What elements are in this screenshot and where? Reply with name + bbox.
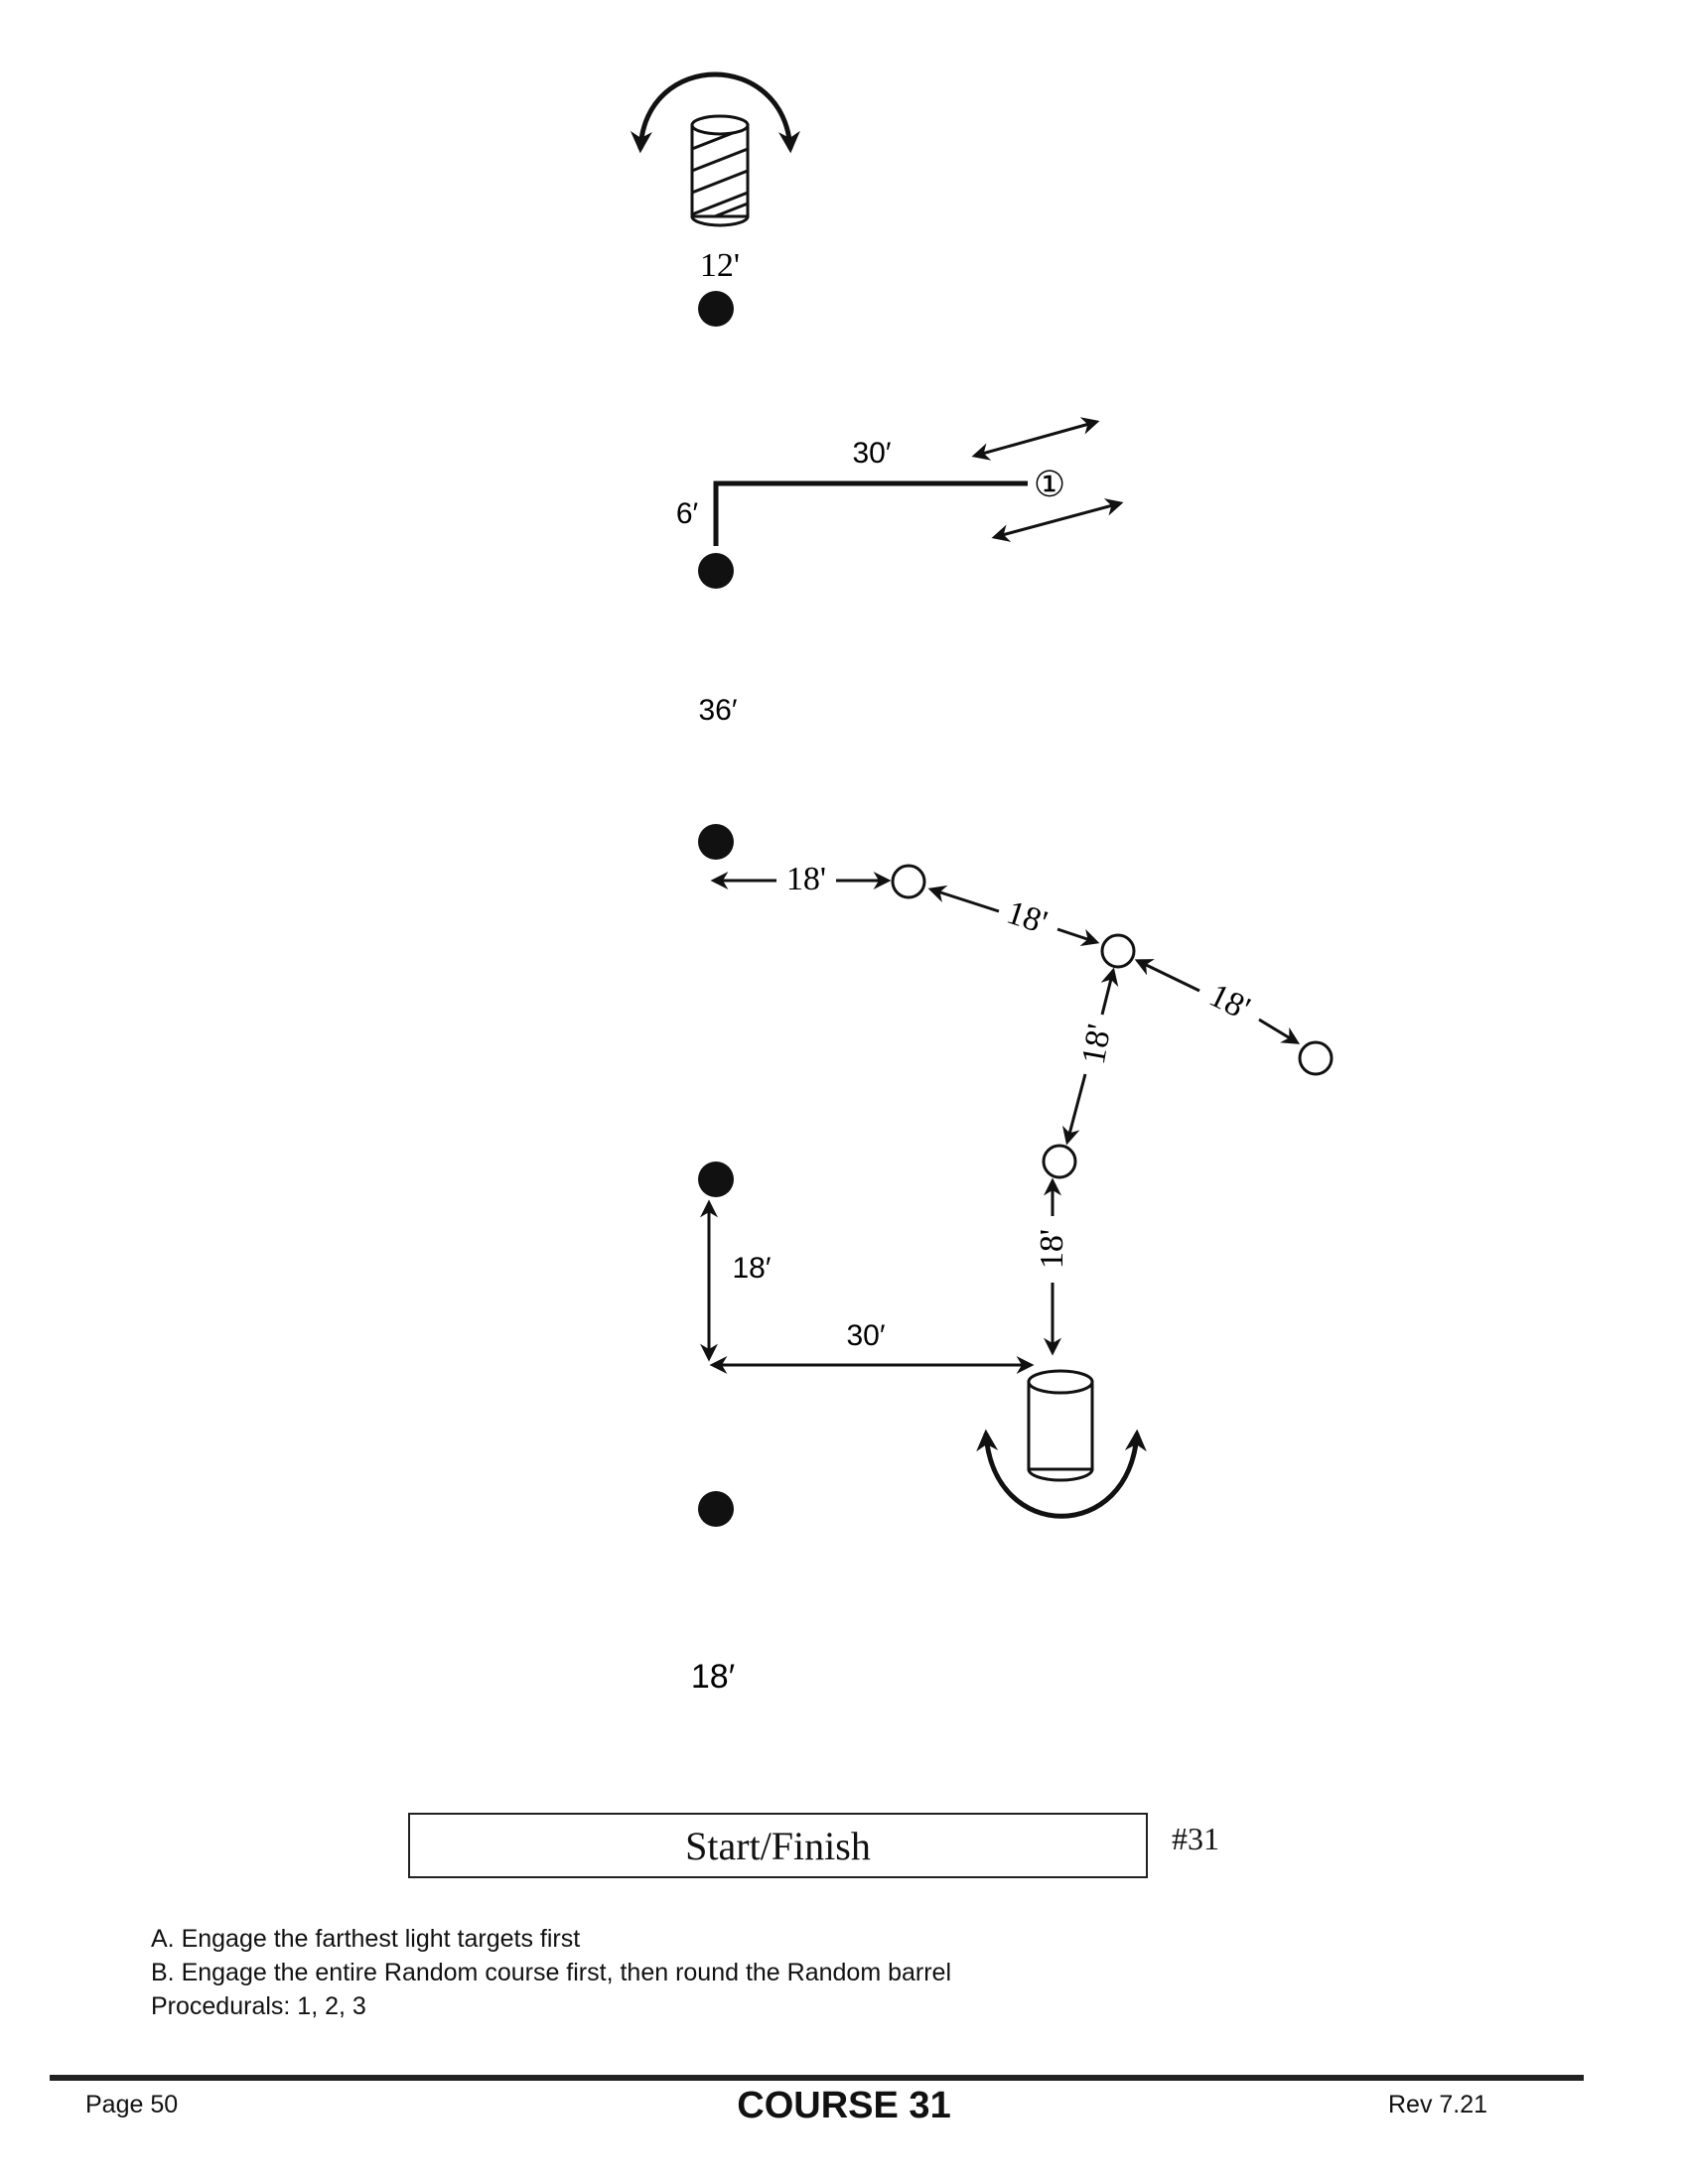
- random-arrow-4: [1061, 967, 1119, 1146]
- target-number-1: ①: [1034, 465, 1065, 504]
- start-finish-box: Start/Finish: [408, 1813, 1148, 1878]
- cone-4: [698, 1161, 734, 1197]
- lower-vertical-label: 18′: [733, 1252, 772, 1285]
- barrel-distance-label: 12': [700, 247, 740, 284]
- cone-gap-label: 36′: [699, 694, 738, 727]
- revision-label: Rev 7.21: [1388, 2091, 1488, 2118]
- light-target-3: [1298, 1040, 1334, 1076]
- note-a: A. Engage the farthest light targets fir…: [151, 1925, 581, 1953]
- plain-barrel-icon: [976, 1369, 1147, 1519]
- random-label-4: 18': [1075, 1022, 1118, 1067]
- rotation-arrow-top: [630, 71, 800, 154]
- page-number: Page 50: [85, 2091, 179, 2118]
- light-target-2: [1100, 933, 1136, 969]
- cone-5: [698, 1491, 734, 1527]
- fence: [713, 480, 1028, 546]
- random-label-1: 18': [786, 861, 826, 897]
- fence-height-label: 6′: [676, 497, 699, 530]
- bottom-gap-label: 18′: [691, 1658, 735, 1696]
- light-target-4: [1042, 1144, 1077, 1179]
- course-title: COURSE 31: [737, 2085, 951, 2126]
- note-b: B. Engage the entire Random course first…: [151, 1959, 952, 1986]
- light-target-1: [891, 864, 926, 899]
- random-arrow-3: [1134, 959, 1301, 1044]
- random-label-3: 18': [1203, 977, 1255, 1027]
- move-arrow-upper: [971, 417, 1100, 461]
- cone-1: [698, 291, 734, 327]
- cone-2: [698, 553, 734, 589]
- lower-horizontal-label: 30′: [847, 1319, 886, 1352]
- course-notes: A. Engage the farthest light targets fir…: [151, 1922, 951, 2023]
- striped-barrel-icon: [630, 71, 800, 227]
- move-arrow-lower: [991, 498, 1124, 542]
- random-label-2: 18': [1002, 894, 1052, 942]
- cone-3: [698, 824, 734, 860]
- footer-divider: [50, 2075, 1584, 2081]
- fence-length-label: 30′: [853, 437, 892, 470]
- course-number: #31: [1172, 1821, 1219, 1856]
- note-procedurals: Procedurals: 1, 2, 3: [151, 1992, 366, 2020]
- rotation-arrow-bottom: [976, 1429, 1147, 1519]
- start-finish-label: Start/Finish: [685, 1823, 871, 1868]
- random-label-5: 18': [1034, 1229, 1070, 1269]
- random-arrow-2: [927, 885, 1100, 946]
